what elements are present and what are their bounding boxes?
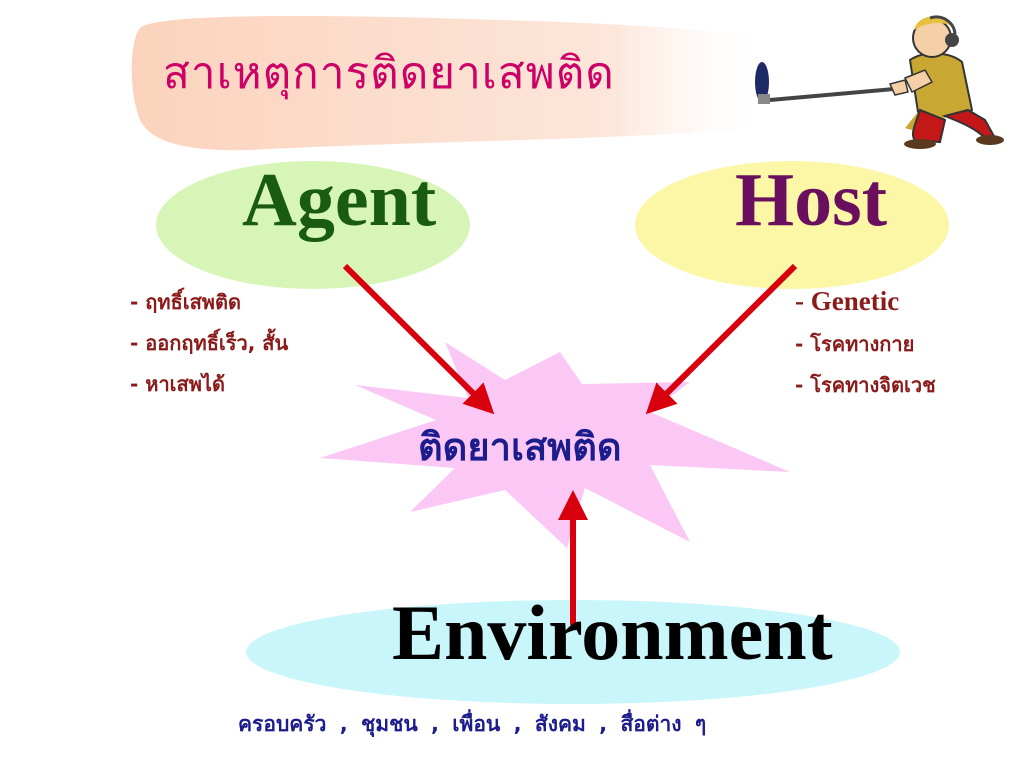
- agent-factor-item: - หาเสพได้: [130, 372, 225, 396]
- host-factor-list: - โรคทางกาย - โรคทางจิตเวช: [795, 324, 936, 406]
- agent-factor-list: - ฤทธิ์เสพติด - ออกฤทธิ์เร็ว, สั้น - หาเ…: [130, 282, 288, 405]
- environment-label: Environment: [392, 589, 833, 676]
- host-label: Host: [735, 158, 887, 242]
- agent-arrow: [342, 263, 495, 415]
- host-factor-item: - โรคทางจิตเวช: [795, 373, 936, 397]
- environment-factors: ครอบครัว , ชุมชน , เพื่อน , สังคม , สื่อ…: [238, 712, 707, 736]
- host-genetic-item: - Genetic: [795, 286, 900, 316]
- host-ellipse: [635, 161, 949, 289]
- agent-ellipse: [156, 161, 470, 289]
- center-label: ติดยาเสพติด: [418, 425, 622, 469]
- agent-factor-item: - ออกฤทธิ์เร็ว, สั้น: [130, 331, 289, 355]
- host-factor-item: - โรคทางกาย: [795, 332, 915, 356]
- man-with-metal-detector-icon: [755, 15, 1004, 149]
- slide-title: สาเหตุการติดยาเสพติด: [163, 48, 615, 99]
- environment-ellipse: [246, 600, 900, 704]
- agent-label: Agent: [242, 158, 437, 242]
- agent-factor-item: - ฤทธิ์เสพติด: [130, 290, 241, 314]
- host-arrow: [645, 263, 798, 415]
- title-banner: [131, 16, 774, 151]
